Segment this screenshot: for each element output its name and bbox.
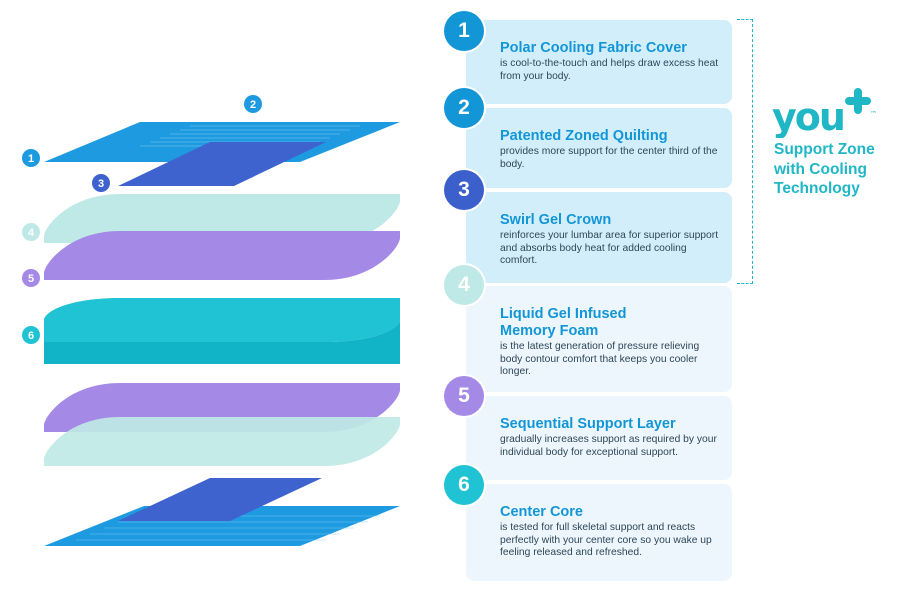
layer-badge-6: 6 [444,465,484,505]
diagram-marker-3: 3 [92,174,110,192]
diagram-marker-label: 2 [250,99,256,111]
diagram-marker-6: 6 [22,326,40,344]
layer-description: is tested for full skeletal support and … [500,522,712,558]
layer-description: reinforces your lumbar area for superior… [500,230,719,266]
diagram-marker-1: 1 [22,149,40,167]
diagram-marker-label: 3 [98,178,104,190]
layer-description: gradually increases support as required … [500,434,717,458]
layer-description: is the latest generation of pressure rel… [500,341,700,377]
layer-memory-foam-bottom [44,417,400,466]
layer-gel-crown-bottom [118,478,322,521]
layer-memory-foam-top [44,194,400,243]
diagram-marker-label: 4 [28,227,35,239]
diagram-marker-2: 2 [244,95,262,113]
diagram-marker-4: 4 [22,223,40,241]
layer-card-3: Swirl Gel Crown reinforces your lumbar a… [466,192,732,283]
diagram-marker-label: 5 [28,273,34,285]
layer-title: Swirl Gel Crown [500,212,612,228]
layer-badge-5: 5 [444,376,484,416]
layer-title: Center Core [500,504,583,520]
layer-title: Polar Cooling Fabric Cover [500,40,687,56]
layer-badge-4: 4 [444,265,484,305]
layer-badge-3: 3 [444,170,484,210]
diagram-marker-label: 6 [28,330,34,342]
layer-title: Liquid Gel Infused Memory Foam [500,306,627,339]
diagram-marker-label: 1 [28,153,34,165]
support-zone-bracket [737,19,753,284]
logo-wordmark: you [772,95,844,138]
layer-card-5: Sequential Support Layer gradually incre… [466,396,732,480]
layer-center-core [44,298,400,364]
brand-tagline: Support Zone with Cooling Technology [774,141,875,197]
layer-badge-2: 2 [444,88,484,128]
layer-description: is cool-to-the-touch and helps draw exce… [500,58,719,82]
plus-icon [845,88,871,114]
layer-support-top [44,231,400,280]
trademark-mark: ™ [870,110,877,118]
layer-card-2: Patented Zoned Quilting provides more su… [466,108,732,188]
layer-gel-crown-top [118,142,326,186]
layer-card-4: Liquid Gel Infused Memory Foam is the la… [466,286,732,392]
layer-description: provides more support for the center thi… [500,146,718,170]
diagram-marker-5: 5 [22,269,40,287]
layer-badge-1: 1 [444,11,484,51]
layer-title: Patented Zoned Quilting [500,128,668,144]
you-plus-logo: you ™ [772,88,877,138]
mattress-exploded-diagram: 1 2 3 4 5 6 [22,95,400,546]
layer-card-6: Center Core is tested for full skeletal … [466,484,732,581]
layer-title: Sequential Support Layer [500,416,676,432]
layer-card-1: Polar Cooling Fabric Cover is cool-to-th… [466,20,732,104]
